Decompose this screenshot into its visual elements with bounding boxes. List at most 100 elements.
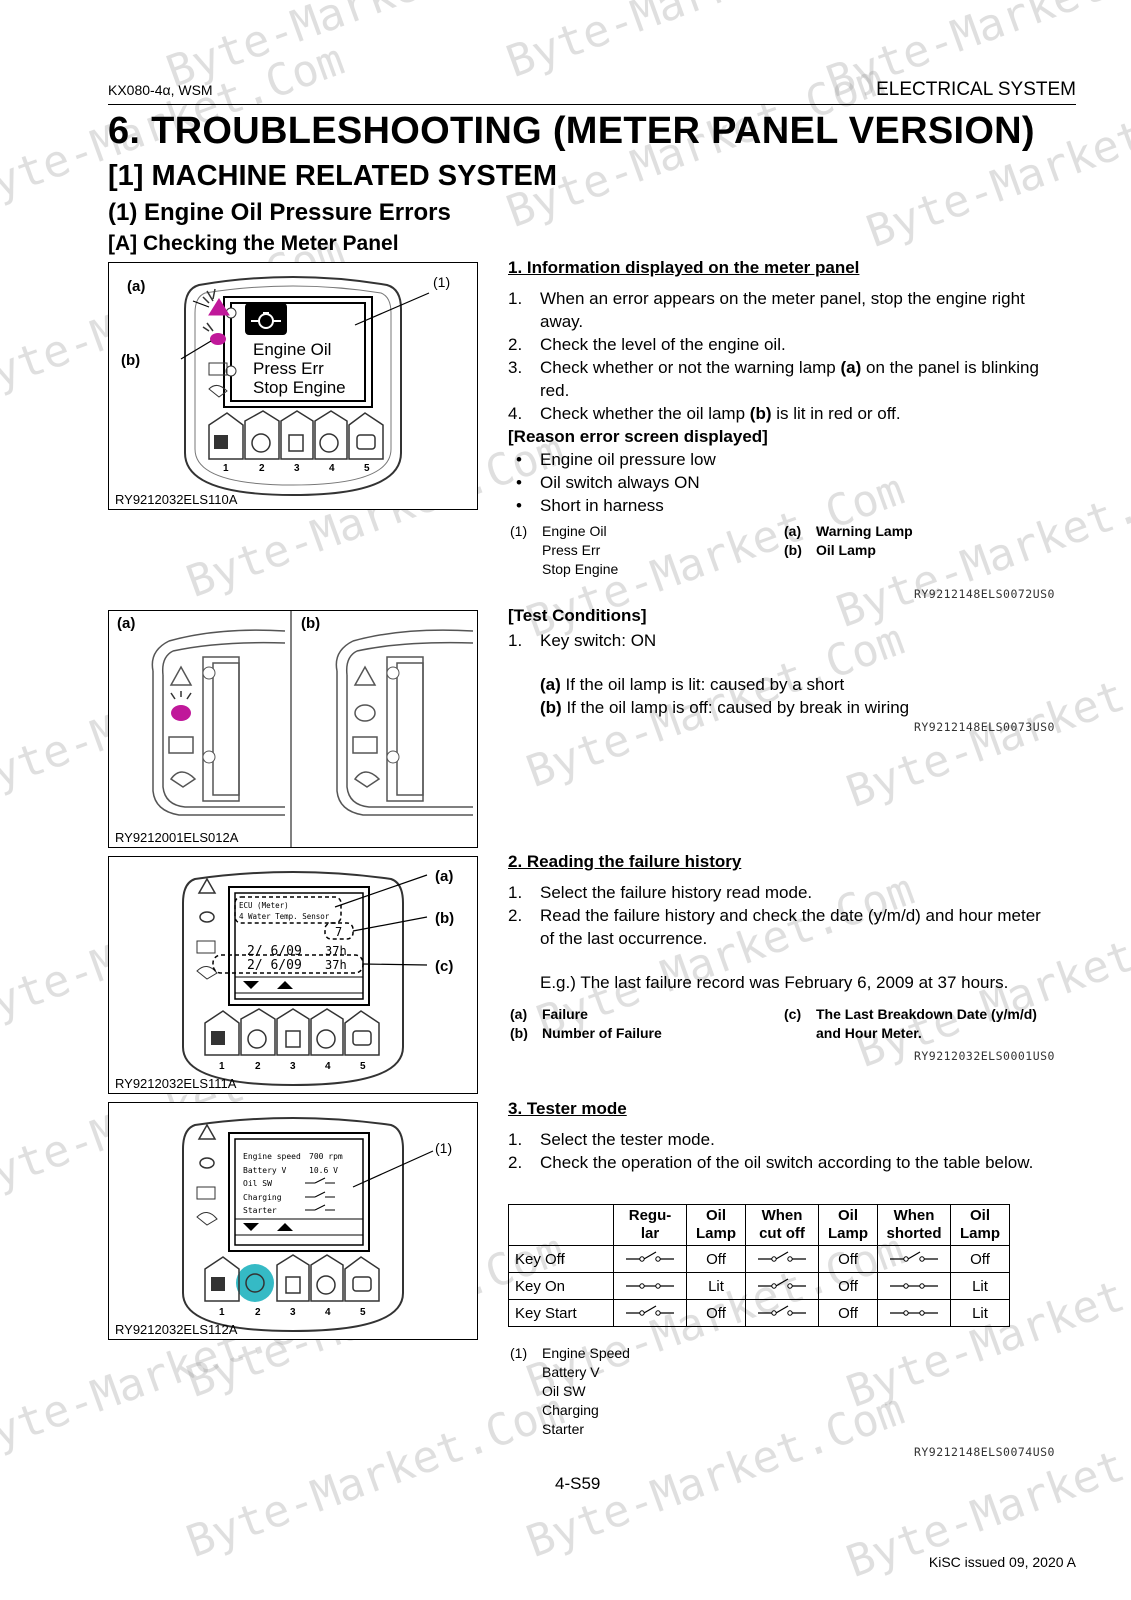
row-label: Key On — [508, 1272, 614, 1300]
screen-failure-count: 7 — [335, 925, 342, 939]
switch-open-icon — [758, 1251, 806, 1262]
figure-caption: RY9212032ELS111A — [115, 1076, 237, 1091]
button-number-1: 1 — [223, 463, 229, 474]
lamp-cell: Off — [818, 1299, 878, 1327]
table-header: Oil Lamp — [818, 1204, 878, 1246]
meter-panel-illustration: (a) (b) (1) Engine Oil Press Err Stop En… — [121, 274, 450, 497]
button-number-4: 4 — [329, 463, 335, 474]
row-label: Key Start — [508, 1299, 614, 1327]
legend-3: (1)Engine Speed Battery V Oil SW Chargin… — [510, 1345, 630, 1437]
table-header: Regu- lar — [613, 1204, 687, 1246]
callout-a: (a) — [435, 868, 453, 885]
list-item: Engine oil pressure low — [508, 448, 1056, 471]
button-number-2: 2 — [255, 1307, 261, 1318]
switch-open-icon — [758, 1305, 806, 1316]
figure-tester-mode: Engine speed 700 rpm Battery V 10.6 V Oi… — [108, 1102, 478, 1340]
reference-code: RY9212148ELS0073US0 — [913, 720, 1055, 734]
section-2-steps: 1.Select the failure history read mode. … — [508, 881, 1056, 950]
page-number: 4-S59 — [555, 1474, 601, 1493]
issue-note: KiSC issued 09, 2020 A — [928, 1554, 1076, 1570]
switch-closed-icon — [890, 1283, 938, 1289]
callout-a: (a) — [127, 278, 145, 295]
tester-row-label-2: Battery V — [243, 1166, 287, 1175]
legend-2-right: (c)The Last Breakdown Date (y/m/d) and H… — [784, 1006, 1037, 1041]
section-2-title: 2. Reading the failure history — [508, 852, 742, 871]
switch-cell — [877, 1299, 951, 1327]
switch-open-icon — [890, 1251, 938, 1262]
section-3-steps: 1.Select the tester mode. 2.Check the op… — [508, 1128, 1056, 1174]
list-item: Short in harness — [508, 494, 1056, 517]
button-number-5: 5 — [360, 1061, 366, 1072]
screen-date-row-1: 2/ 6/09 — [247, 944, 302, 959]
screen-failure-name: 4 Water Temp. Sensor — [239, 912, 330, 921]
callout-1: (1) — [433, 274, 450, 290]
switch-open-icon — [626, 1251, 674, 1262]
figure-caption: RY9212001ELS012A — [115, 830, 239, 845]
screen-failure-source: ECU (Meter) — [239, 901, 289, 910]
lamp-cell: Off — [686, 1299, 746, 1327]
figure-caption: RY9212032ELS110A — [115, 492, 238, 507]
button-number-2: 2 — [255, 1061, 261, 1072]
table-header — [508, 1204, 614, 1246]
list-item: 3.Check whether or not the warning lamp … — [508, 358, 1039, 400]
button-number-5: 5 — [364, 463, 370, 474]
lamp-cell: Off — [950, 1245, 1010, 1273]
example-text: E.g.) The last failure record was Februa… — [540, 973, 1009, 992]
callout-b: (b) — [121, 352, 140, 369]
oil-lamp-illustration: (a) (b) — [117, 611, 474, 847]
reference-code: RY9212148ELS0072US0 — [913, 587, 1055, 601]
oil-switch-table-wrap: Regu- lar Oil Lamp When cut off Oil Lamp… — [508, 1204, 1010, 1327]
test-result-b: (b) If the oil lamp is off: caused by br… — [540, 698, 910, 717]
legend-2-left: (a)Failure (b)Number of Failure — [510, 1006, 662, 1041]
test-result-a: (a) If the oil lamp is lit: caused by a … — [540, 675, 845, 694]
oil-switch-table: Regu- lar Oil Lamp When cut off Oil Lamp… — [508, 1204, 1010, 1327]
switch-cell — [877, 1272, 951, 1300]
switch-cell — [745, 1272, 819, 1300]
switch-cell — [613, 1245, 687, 1273]
tester-row-label-4: Charging — [243, 1193, 282, 1202]
switch-cell — [613, 1272, 687, 1300]
reference-code: RY9212032ELS0001US0 — [913, 1049, 1055, 1063]
button-number-2: 2 — [259, 463, 265, 474]
section-1-title: 1. Information displayed on the meter pa… — [508, 258, 860, 277]
screen-line-1: Engine Oil — [253, 340, 331, 359]
screen-hour-row-1: 37h — [325, 944, 347, 958]
switch-closed-icon — [626, 1283, 674, 1289]
table-header: When cut off — [745, 1204, 819, 1246]
row-label: Key Off — [508, 1245, 614, 1273]
panel-a-label: (a) — [117, 615, 135, 632]
section-header: ELECTRICAL SYSTEM — [876, 79, 1076, 100]
header-rule — [108, 104, 1076, 105]
button-number-4: 4 — [325, 1307, 331, 1318]
legend-1-right: (a)Warning Lamp (b)Oil Lamp — [784, 523, 913, 558]
tester-row-value-2: 10.6 V — [309, 1166, 338, 1175]
table-header: When shorted — [877, 1204, 951, 1246]
switch-closed-icon — [890, 1310, 938, 1316]
switch-cell — [613, 1299, 687, 1327]
table-header: Oil Lamp — [950, 1204, 1010, 1246]
table-header-row: Regu- lar Oil Lamp When cut off Oil Lamp… — [508, 1204, 1010, 1246]
lamp-cell: Off — [818, 1272, 878, 1300]
lamp-cell: Lit — [950, 1299, 1010, 1327]
callout-c: (c) — [435, 958, 453, 975]
button-number-3: 3 — [290, 1307, 296, 1318]
table-row: Key Start Off Off Lit — [508, 1299, 1010, 1327]
list-item: Oil switch always ON — [508, 471, 1056, 494]
test-conditions-title: [Test Conditions] — [508, 606, 647, 625]
subsection-title: (1) Engine Oil Pressure Errors — [108, 199, 451, 226]
section-title: [1] MACHINE RELATED SYSTEM — [108, 160, 557, 192]
screen-hour-row-2: 37h — [325, 958, 347, 972]
callout-1: (1) — [435, 1140, 452, 1156]
figure-oil-lamp-states: (a) (b) RY9212001ELS012A — [108, 610, 478, 848]
panel-b-label: (b) — [301, 615, 320, 632]
button-number-5: 5 — [360, 1307, 366, 1318]
tester-row-label-3: Oil SW — [243, 1179, 272, 1188]
list-item: 1.Select the tester mode. — [508, 1130, 715, 1149]
button-number-1: 1 — [219, 1061, 225, 1072]
lamp-cell: Lit — [686, 1272, 746, 1300]
tester-row-label-5: Starter — [243, 1206, 277, 1215]
list-item: 2.Check the operation of the oil switch … — [508, 1153, 1034, 1172]
switch-open-icon — [626, 1305, 674, 1316]
